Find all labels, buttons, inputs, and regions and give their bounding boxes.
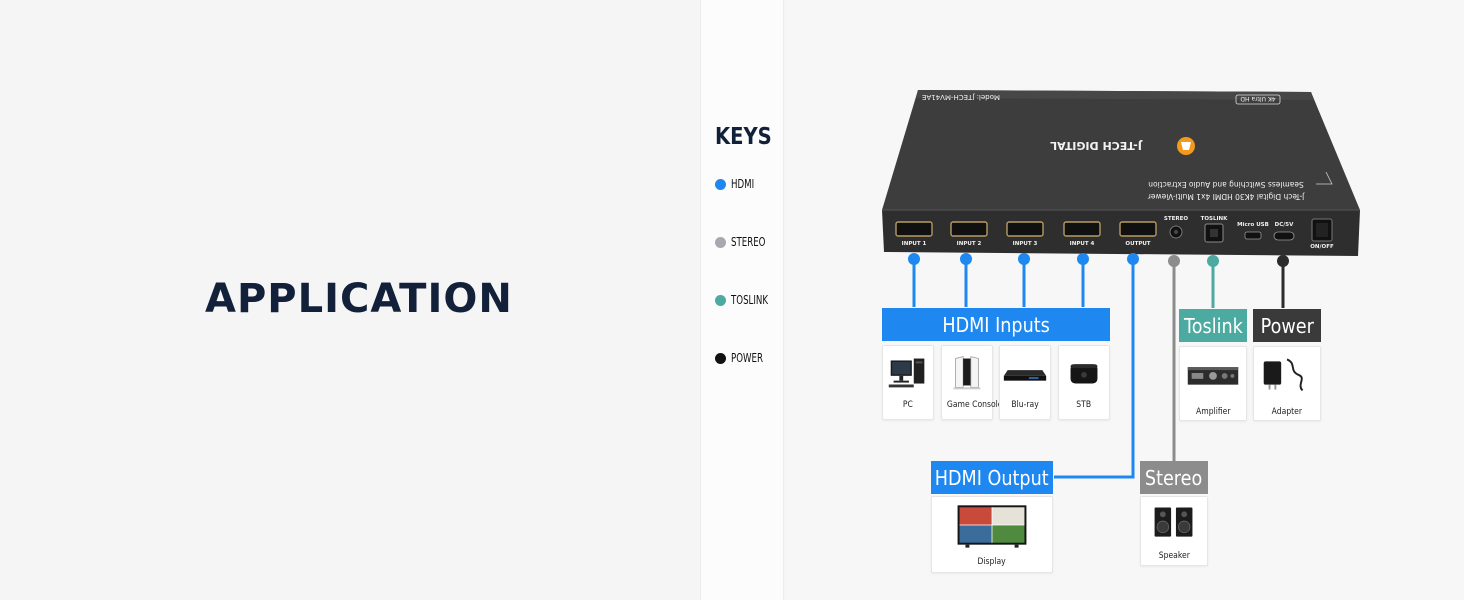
key-label-stereo: STEREO: [731, 235, 766, 249]
device-label-stb: STB: [1076, 400, 1092, 410]
hdmi-inputs-banner: HDMI Inputs: [882, 308, 1110, 341]
device-card-game-console: Game Console: [941, 345, 1002, 420]
port-label-switch: ON/OFF: [1310, 244, 1334, 250]
key-power: POWER: [715, 350, 771, 366]
device-label-amplifier: Amplifier: [1195, 407, 1231, 417]
power-label: Power: [1260, 313, 1314, 338]
device-model: Model: JTECH-MV41AE: [922, 93, 1000, 101]
power-banner: Power: [1253, 309, 1321, 342]
device-label-game-console: Game Console: [946, 400, 1003, 410]
keys-title: KEYS: [715, 124, 772, 150]
power-adapter-icon: [1263, 358, 1304, 392]
set-top-box-icon: [1070, 364, 1098, 384]
game-console-icon: [953, 356, 981, 390]
bluray-player-icon: [1003, 370, 1047, 381]
port-label-input1: INPUT 1: [902, 241, 927, 247]
hdmi-inputs-label: HDMI Inputs: [942, 312, 1050, 337]
stereo-cable: [1168, 255, 1180, 461]
hdmi-dot-icon: [715, 178, 726, 190]
power-cable: [1277, 255, 1289, 308]
port-label-input4: INPUT 4: [1070, 241, 1095, 247]
port-label-micro-usb: Micro USB: [1237, 222, 1269, 228]
device-top: [882, 90, 1360, 210]
pc-icon: [888, 358, 925, 388]
key-hdmi: HDMI: [715, 176, 760, 192]
port-label-output: OUTPUT: [1125, 241, 1150, 247]
device-card-speaker: Speaker: [1140, 496, 1208, 566]
toslink-banner: Toslink: [1179, 309, 1247, 342]
port-label-dc: DC/5V: [1275, 222, 1294, 228]
device-card-stb: STB: [1058, 345, 1110, 420]
dc-port-icon: [1273, 231, 1295, 241]
port-label-stereo: STEREO: [1164, 216, 1188, 222]
power-dot-icon: [715, 352, 726, 364]
key-stereo: STEREO: [715, 234, 774, 250]
hdmi-input-cables: [908, 253, 1089, 307]
key-toslink: TOSLINK: [715, 292, 777, 308]
device-label-speaker: Speaker: [1158, 551, 1190, 561]
device-label-display: Display: [977, 557, 1007, 567]
device-brand: J-TECH DIGITAL: [1050, 139, 1143, 152]
amplifier-icon: [1187, 367, 1239, 385]
device-and-cables: Model: JTECH-MV41AE J-TECH DIGITAL 4K Ul…: [882, 90, 1360, 479]
device-label-bluray: Blu-ray: [1011, 400, 1039, 410]
device-card-adapter: Adapter: [1253, 346, 1321, 421]
stereo-label: Stereo: [1145, 465, 1203, 490]
hdmi-output-banner: HDMI Output: [931, 461, 1053, 494]
port-label-input2: INPUT 2: [957, 241, 982, 247]
hdmi-output-label: HDMI Output: [935, 465, 1049, 490]
device-card-bluray: Blu-ray: [999, 345, 1051, 420]
key-label-power: POWER: [731, 351, 764, 365]
display-monitor-icon: [957, 505, 1027, 548]
key-label-toslink: TOSLINK: [731, 293, 769, 307]
device-card-display: Display: [931, 496, 1053, 573]
left-panel: APPLICATION: [0, 0, 700, 600]
device-card-amplifier: Amplifier: [1179, 346, 1247, 421]
device-description-2: Seamless Switching and Audio Extraction: [1148, 180, 1304, 189]
page-heading: APPLICATION: [205, 276, 513, 322]
toslink-cable: [1207, 255, 1219, 308]
connection-diagram: Model: JTECH-MV41AE J-TECH DIGITAL 4K Ul…: [786, 0, 1464, 600]
toslink-label: Toslink: [1183, 313, 1243, 338]
hdmi-port-icon: [895, 221, 1157, 237]
stereo-banner: Stereo: [1140, 461, 1208, 494]
stereo-dot-icon: [715, 236, 726, 248]
speaker-icon: [1154, 507, 1193, 537]
port-label-toslink: TOSLINK: [1201, 216, 1229, 222]
uhd-badge: 4K Ultra HD: [1240, 95, 1276, 102]
device-card-pc: PC: [882, 345, 934, 420]
toslink-dot-icon: [715, 294, 726, 306]
port-label-input3: INPUT 3: [1013, 241, 1038, 247]
micro-usb-port-icon: [1244, 231, 1262, 240]
device-description-1: J-Tech Digital 4K30 HDMI 4x1 Multi-Viewe…: [1147, 192, 1305, 201]
device-label-pc: PC: [903, 400, 913, 410]
key-label-hdmi: HDMI: [731, 177, 755, 191]
device-label-adapter: Adapter: [1271, 407, 1303, 417]
keys-legend: KEYS HDMI STEREO TOSLINK POWER: [700, 0, 784, 600]
hdmi-output-cable: [1054, 253, 1139, 479]
